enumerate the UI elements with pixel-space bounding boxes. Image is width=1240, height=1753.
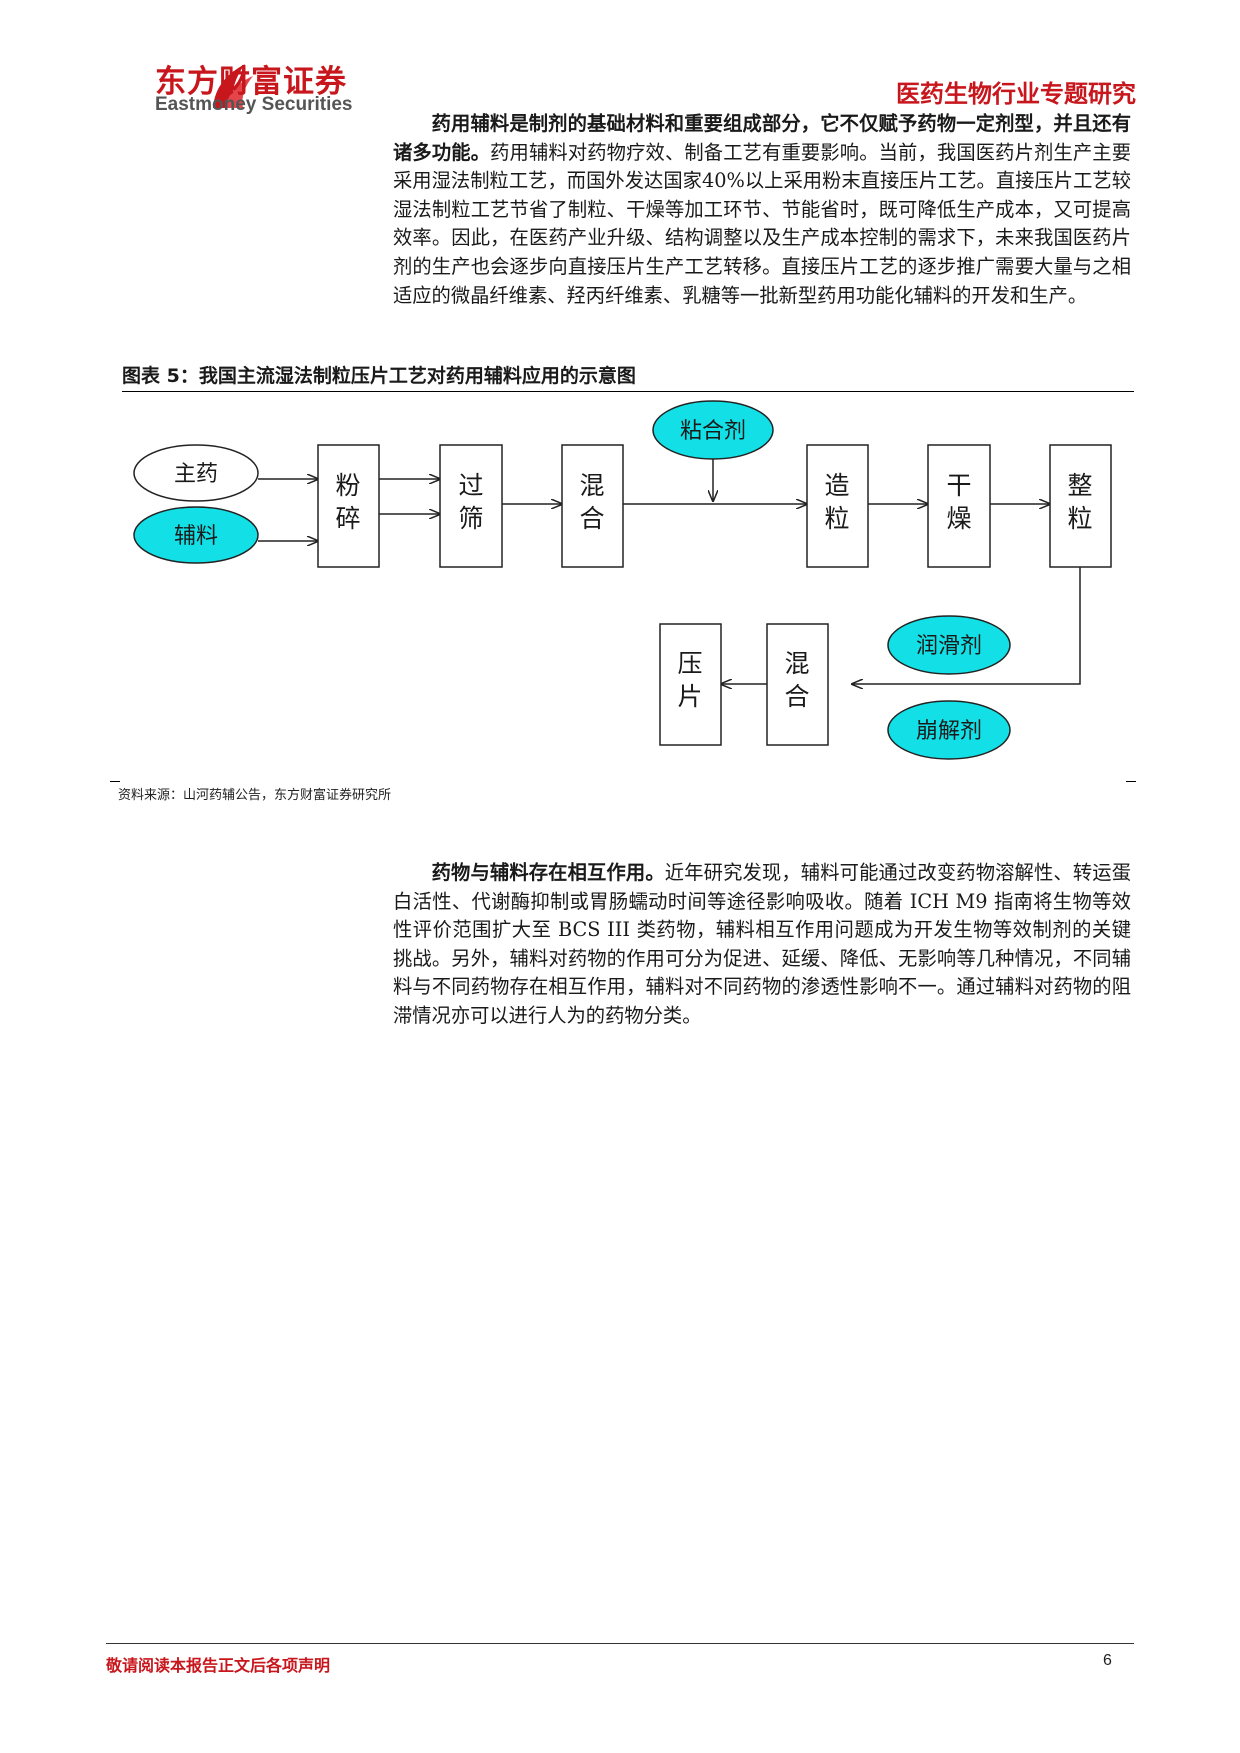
report-type: 医药生物行业专题研究: [896, 80, 1136, 108]
wet-granulation-flow-diagram: 主药 辅料 粘合剂 润滑剂 崩解剂 粉 碎 过 筛 混 合 造 粒 干 燥: [133, 400, 1112, 760]
svg-text:混: 混: [579, 471, 604, 500]
additive-disintegrant: 崩解剂: [887, 700, 1011, 760]
additive-lubricant: 润滑剂: [887, 615, 1011, 675]
brand-name-en: Eastmoney Securities: [155, 94, 353, 115]
svg-text:过: 过: [458, 471, 483, 500]
figure-bottom-rule-left: [110, 781, 120, 782]
input-excipient: 辅料: [133, 506, 259, 564]
footer-disclaimer: 敬请阅读本报告正文后各项声明: [106, 1656, 331, 1675]
input-main-drug-label: 主药: [174, 462, 218, 487]
additive-disintegrant-label: 崩解剂: [916, 719, 982, 744]
svg-text:片: 片: [677, 682, 702, 711]
paragraph-body: 近年研究发现，辅料可能通过改变药物溶解性、转运蛋白活性、代谢酶抑制或胃肠蠕动时间…: [393, 861, 1131, 1027]
svg-text:粒: 粒: [1067, 504, 1092, 533]
figure-bottom-rule-right: [1126, 781, 1136, 782]
footer-rule: [106, 1643, 1134, 1644]
flow-connectors: [258, 444, 1081, 684]
svg-text:造: 造: [824, 471, 849, 500]
step-sieve: 过 筛: [439, 444, 503, 568]
logo-icon: [213, 64, 253, 108]
svg-text:粒: 粒: [824, 504, 849, 533]
additive-binder-label: 粘合剂: [680, 419, 746, 444]
step-dry: 干 燥: [927, 444, 991, 568]
page-number: 6: [1103, 1652, 1112, 1669]
step-final-mix: 混 合: [766, 623, 829, 746]
additive-lubricant-label: 润滑剂: [916, 634, 982, 659]
brand-name-cn: 东方财富证券: [155, 64, 347, 100]
step-granulate: 造 粒: [806, 444, 869, 568]
svg-text:合: 合: [784, 682, 809, 711]
paragraph-excipient-intro: 药用辅料是制剂的基础材料和重要组成部分，它不仅赋予药物一定剂型，并且还有诸多功能…: [393, 110, 1131, 310]
svg-text:干: 干: [946, 471, 971, 500]
paragraph-drug-excipient-interaction: 药物与辅料存在相互作用。近年研究发现，辅料可能通过改变药物溶解性、转运蛋白活性、…: [393, 859, 1131, 1031]
paragraph-lead: 药物与辅料存在相互作用。: [431, 861, 665, 884]
svg-text:混: 混: [784, 649, 809, 678]
input-main-drug: 主药: [133, 444, 259, 502]
svg-text:压: 压: [677, 649, 702, 678]
svg-text:燥: 燥: [946, 504, 971, 533]
figure-top-rule: [122, 391, 1134, 392]
additive-binder: 粘合剂: [652, 400, 774, 460]
step-size: 整 粒: [1049, 444, 1112, 568]
figure-caption: 图表 5：我国主流湿法制粒压片工艺对药用辅料应用的示意图: [122, 365, 636, 387]
paragraph-lead: 药用辅料是制剂的基础材料和重要组成部分，它不仅赋予药物一定剂型，并且还有诸多功能…: [393, 112, 1131, 164]
step-crush: 粉 碎: [317, 444, 380, 568]
svg-text:整: 整: [1067, 471, 1092, 500]
figure-source: 资料来源：山河药辅公告，东方财富证券研究所: [118, 788, 392, 803]
svg-text:合: 合: [579, 504, 604, 533]
input-excipient-label: 辅料: [174, 524, 218, 549]
step-press: 压 片: [659, 623, 722, 746]
paragraph-body: 药用辅料对药物疗效、制备工艺有重要影响。当前，我国医药片剂生产主要采用湿法制粒工…: [393, 140, 1131, 307]
svg-text:碎: 碎: [335, 504, 360, 533]
svg-text:粉: 粉: [335, 471, 360, 500]
svg-text:筛: 筛: [458, 504, 483, 533]
step-mix: 混 合: [561, 444, 624, 568]
